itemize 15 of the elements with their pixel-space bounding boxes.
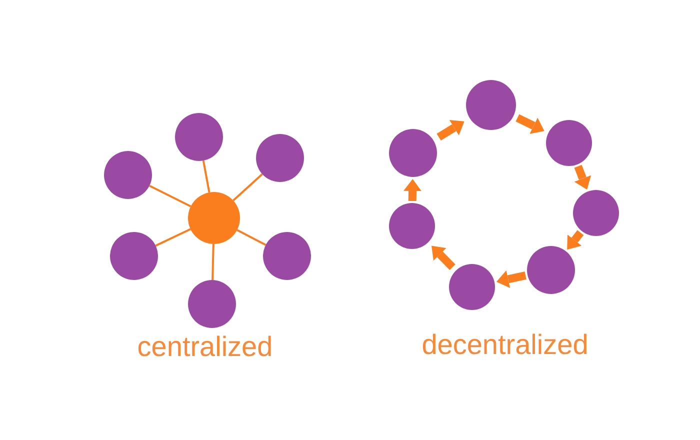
caption-text: centralized xyxy=(137,330,273,364)
arrow xyxy=(436,120,464,141)
caption-text: decentralized xyxy=(422,328,588,362)
connector-line xyxy=(149,184,192,208)
arrow xyxy=(403,179,422,202)
connector-line xyxy=(236,229,266,246)
arrow xyxy=(431,246,456,270)
arrow xyxy=(496,270,526,288)
connector-line xyxy=(202,160,210,193)
arrow xyxy=(574,164,592,190)
connector-line xyxy=(212,244,214,280)
connector-line xyxy=(232,173,263,202)
arrow xyxy=(516,114,544,134)
connector-line xyxy=(155,228,191,247)
arrow xyxy=(567,230,584,250)
